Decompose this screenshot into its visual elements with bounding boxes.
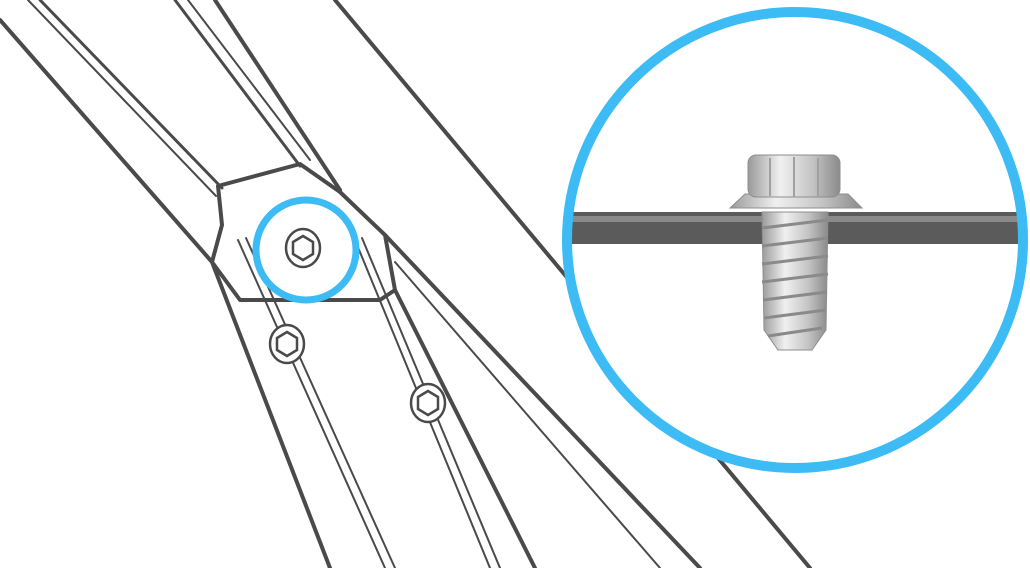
left-beam-inner-edge-2: [27, 0, 217, 197]
zoom-highlight-circle: [562, 7, 1028, 473]
left-beam-lower-2: [237, 239, 386, 568]
hex-bolt-icon: [268, 323, 306, 365]
middle-beam-edge-3: [213, 0, 342, 192]
bolts: [268, 227, 447, 424]
left-beam-lower-1: [210, 260, 332, 568]
self-tapping-screw-icon: [728, 154, 864, 351]
left-beam-outer-edge: [0, 18, 214, 264]
bolt-highlight-circle: [252, 196, 360, 304]
middle-beam-edge-1: [173, 0, 302, 168]
middle-beam-lower-2: [394, 261, 661, 568]
gusset-plate: [210, 162, 397, 302]
hex-bolt-icon: [409, 382, 447, 424]
zoom-detail: [562, 7, 1028, 473]
hex-bolt-icon: [284, 227, 322, 269]
right-beam-lower-3: [393, 288, 537, 568]
left-beam-lower-3: [245, 237, 396, 568]
middle-beam-edge-2: [187, 0, 311, 161]
middle-beam-lower-1: [383, 233, 702, 568]
left-beam-inner-edge: [38, 0, 224, 190]
